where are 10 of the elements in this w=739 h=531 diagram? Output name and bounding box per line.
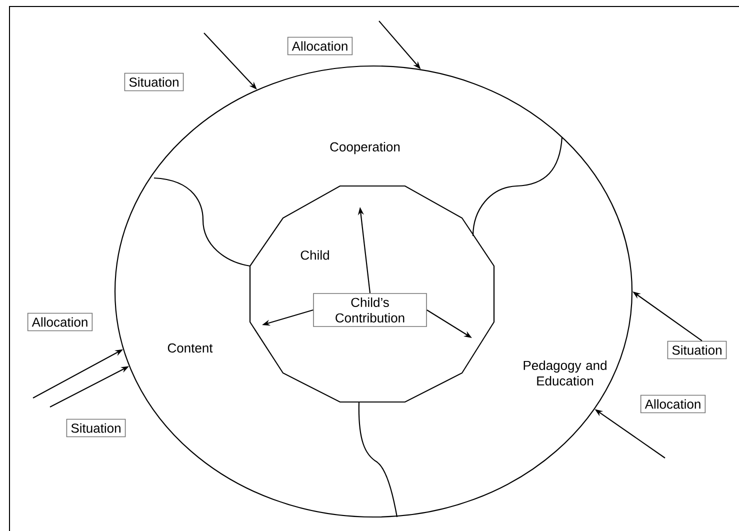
region-label: Cooperation [330,142,400,154]
label-box: Allocation [287,36,353,56]
label-box: Allocation [640,394,706,414]
region-label: Content [168,343,213,353]
label-box: Situation [667,340,727,360]
label-box: Situation [124,72,184,92]
label-box: Allocation [27,312,93,332]
label-box: Child’s Contribution [313,293,427,327]
region-label: Pedagogy and Education [524,360,606,386]
label-box: Situation [66,418,126,438]
